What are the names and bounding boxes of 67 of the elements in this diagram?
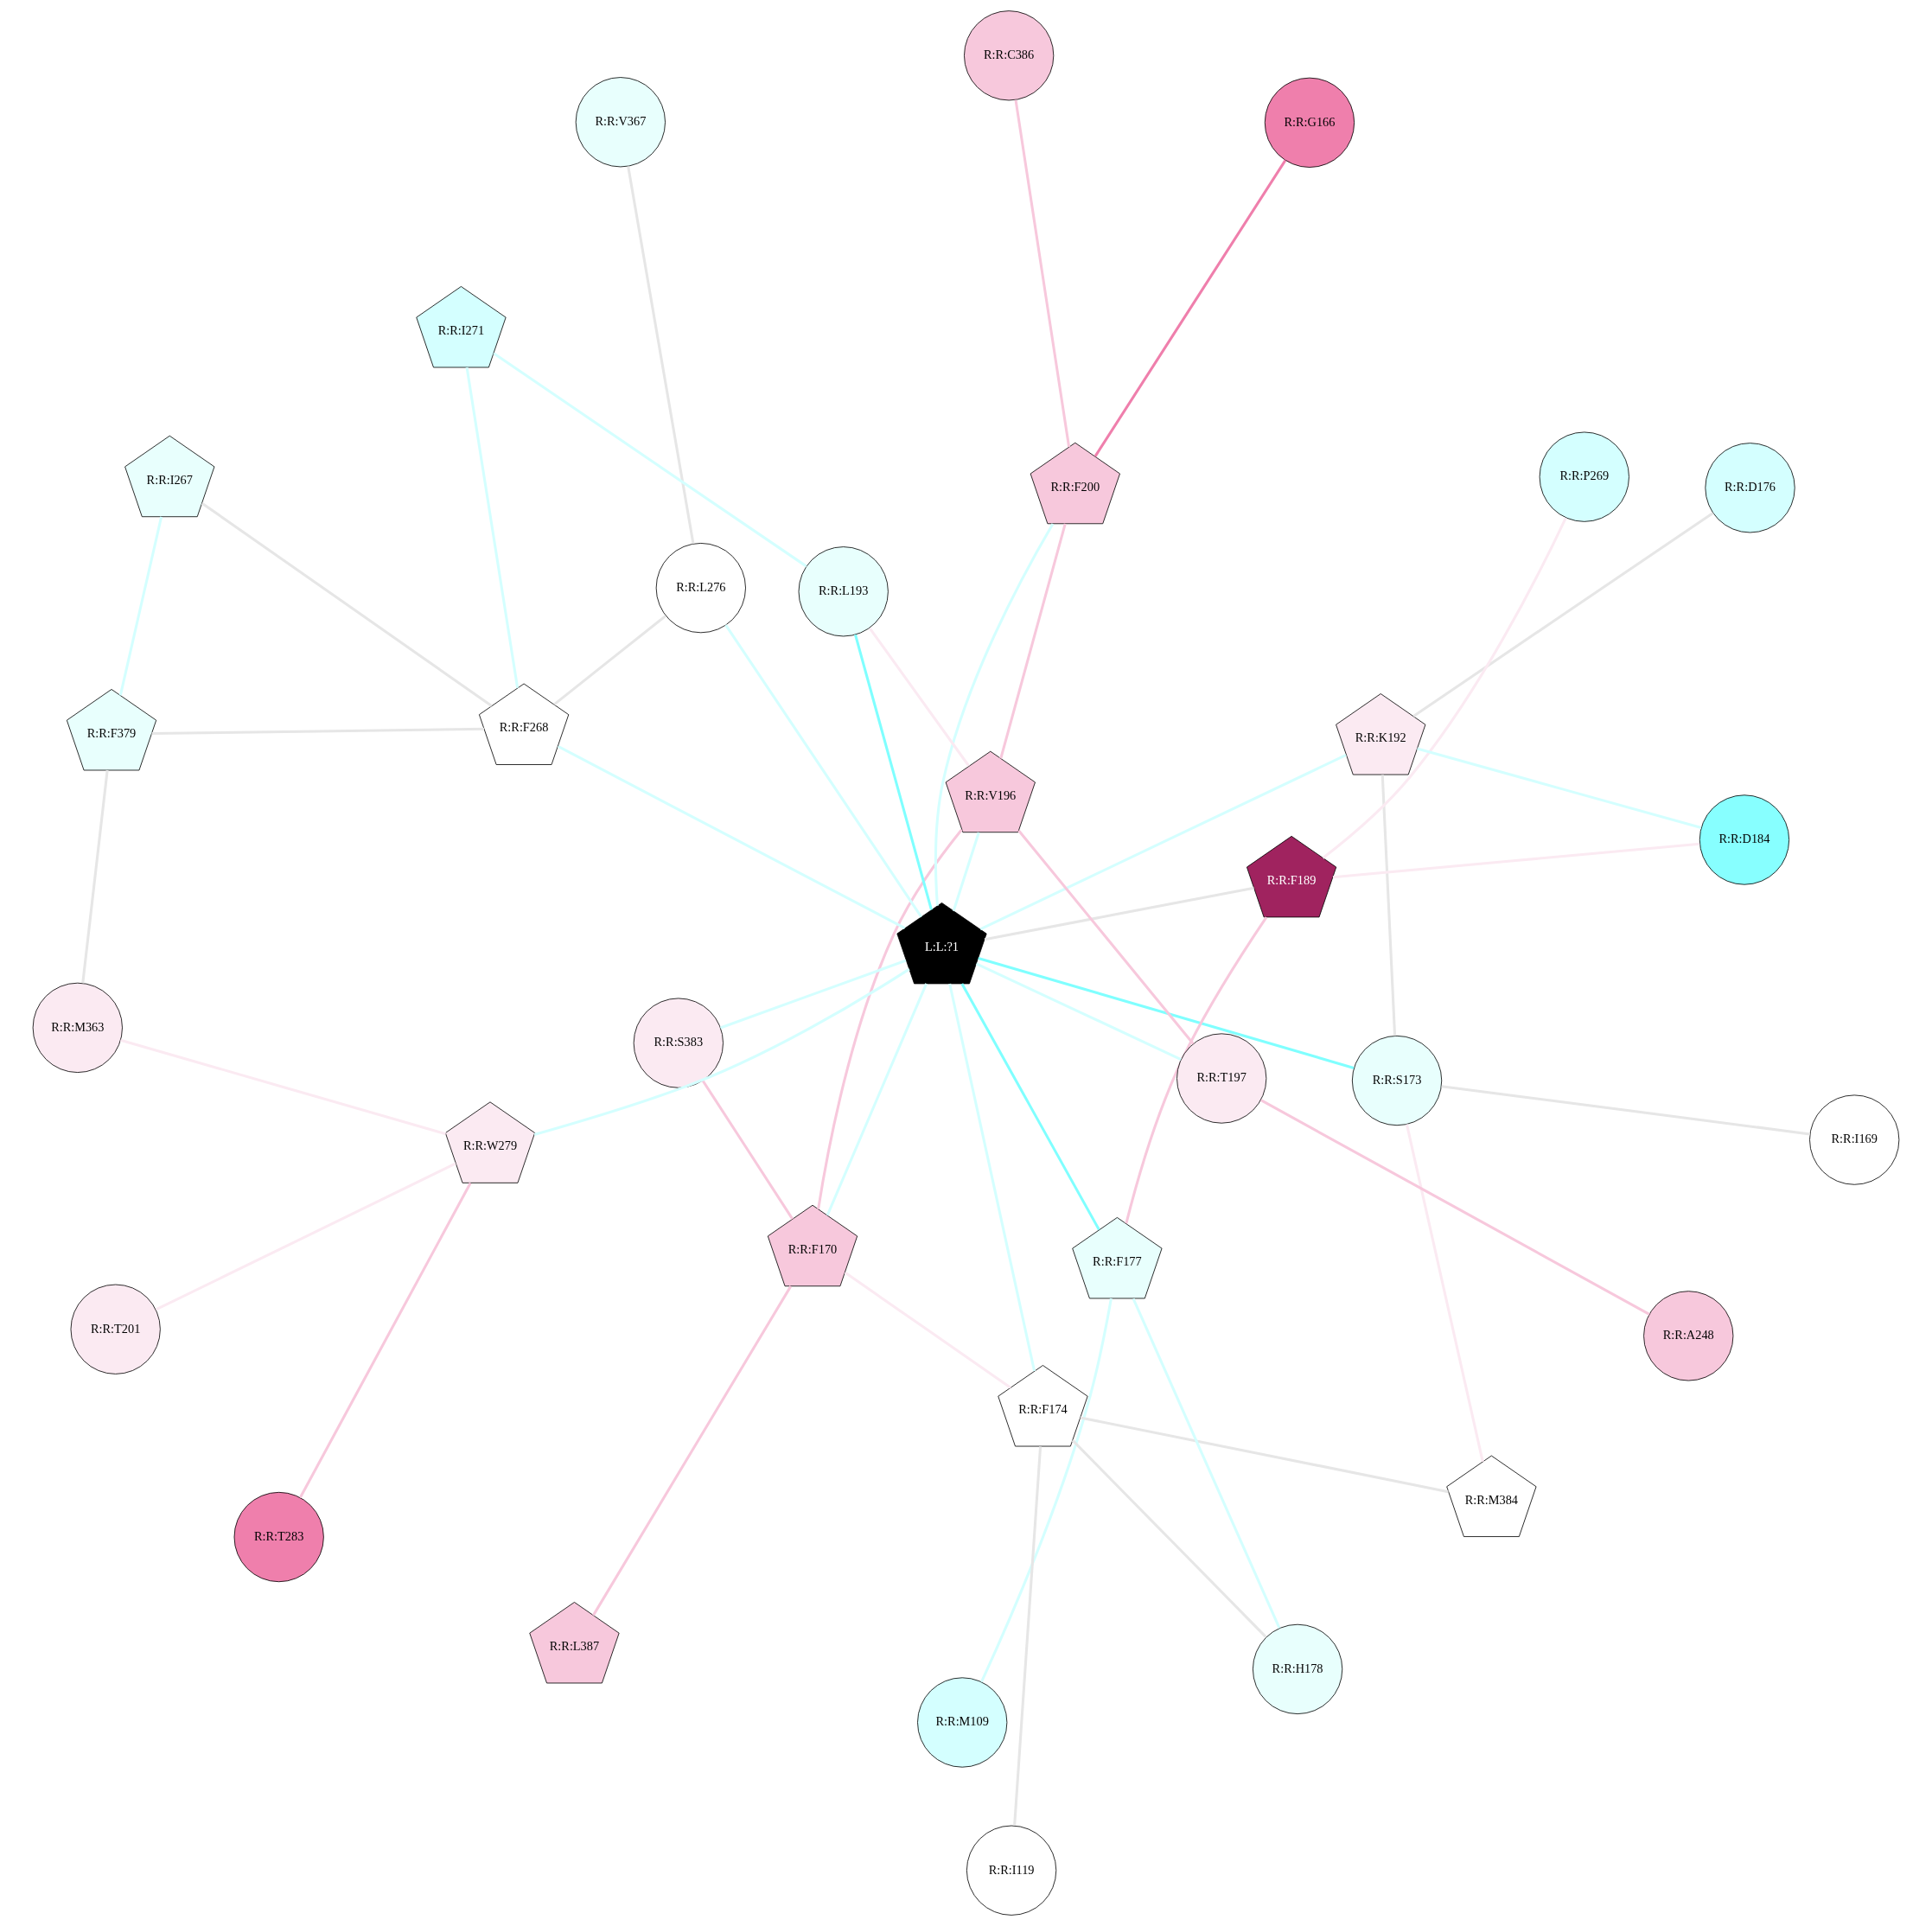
node-circle: R:R:D184	[1699, 794, 1790, 885]
connector	[1017, 829, 1195, 1045]
connector	[1013, 1446, 1043, 1826]
connector	[975, 962, 1182, 1061]
connector	[844, 1271, 1011, 1389]
connector	[1380, 775, 1397, 1036]
node-circle: R:R:M109	[917, 1677, 1008, 1768]
connector	[592, 1285, 793, 1617]
node-circle: R:R:D176	[1705, 443, 1795, 533]
connector	[151, 727, 484, 736]
connector	[1260, 1099, 1650, 1316]
connector	[934, 523, 1055, 906]
node-circle: R:R:C386	[964, 10, 1055, 101]
connector	[627, 166, 695, 545]
node-circle: R:R:H178	[1253, 1623, 1343, 1714]
node-circle: R:R:L193	[798, 546, 889, 637]
connector	[1014, 99, 1071, 448]
node-circle: R:R:I169	[1809, 1094, 1900, 1185]
connector	[960, 983, 1100, 1231]
connector	[701, 1080, 794, 1220]
connector	[1071, 1439, 1267, 1638]
connector	[1332, 842, 1700, 879]
connector	[979, 753, 1347, 931]
node-circle: R:R:T283	[233, 1491, 324, 1583]
connector	[724, 624, 922, 918]
connector	[1080, 1416, 1449, 1494]
connector	[1125, 916, 1268, 1224]
node-circle: R:R:V367	[575, 77, 666, 168]
connector	[118, 516, 163, 696]
node-circle: R:R:P269	[1539, 431, 1629, 522]
connector	[493, 352, 807, 568]
connector	[1405, 1124, 1484, 1463]
connector	[533, 967, 910, 1136]
connector	[120, 1038, 446, 1136]
connector	[980, 1298, 1113, 1683]
connector	[553, 615, 666, 706]
connector	[1417, 747, 1702, 830]
connector	[557, 745, 906, 929]
connector	[826, 983, 928, 1216]
node-circle: R:R:G166	[1264, 77, 1355, 168]
node-circle: R:R:S173	[1351, 1035, 1443, 1126]
node-circle: R:R:I119	[966, 1825, 1057, 1916]
connector	[1322, 517, 1567, 859]
connector	[868, 627, 970, 767]
connector	[984, 886, 1254, 941]
connector	[719, 959, 907, 1030]
connector	[1132, 1298, 1281, 1629]
connector	[201, 501, 493, 707]
node-circle: R:R:L276	[655, 543, 746, 634]
connector	[155, 1162, 456, 1311]
connector	[854, 634, 933, 910]
node-circle: R:R:A248	[1643, 1291, 1734, 1381]
connector	[298, 1182, 472, 1499]
connector	[999, 523, 1067, 759]
node-circle: R:R:S383	[633, 998, 724, 1088]
connector	[1441, 1085, 1810, 1136]
connector	[1094, 159, 1287, 457]
connector	[465, 367, 520, 688]
connector	[817, 828, 963, 1209]
connector	[952, 832, 980, 912]
connector	[978, 956, 1355, 1069]
node-circle: R:R:T201	[70, 1284, 161, 1374]
connector	[948, 983, 1036, 1372]
connector	[81, 769, 109, 984]
node-circle: R:R:M363	[32, 982, 123, 1073]
node-circle: R:R:T197	[1176, 1033, 1267, 1124]
connector	[1412, 512, 1714, 717]
